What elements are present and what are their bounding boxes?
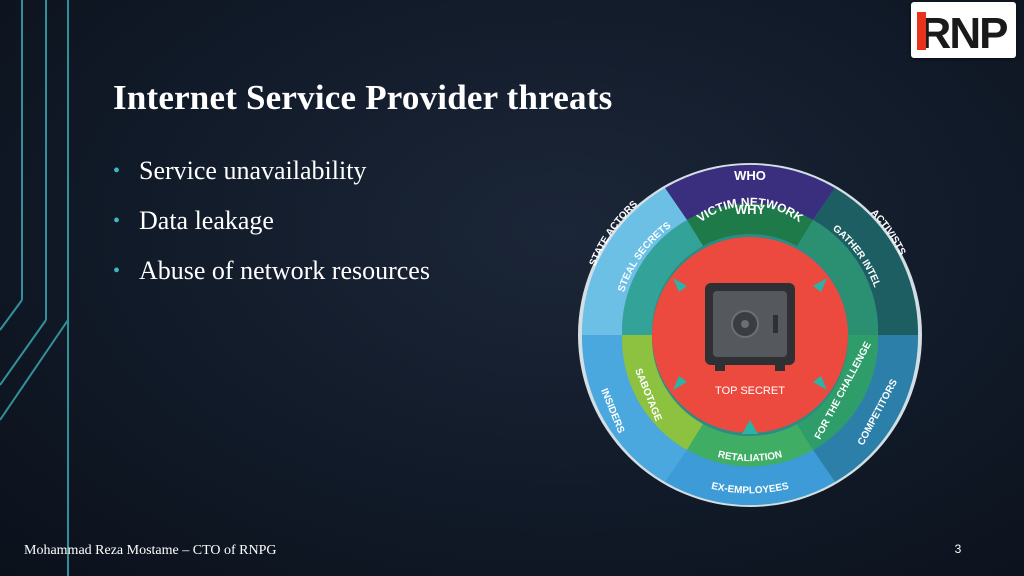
bullet-item: • Service unavailability	[113, 146, 430, 196]
slide-title: Internet Service Provider threats	[113, 78, 613, 117]
bullet-icon: •	[113, 159, 121, 182]
label-retaliation: RETALIATION	[717, 449, 783, 464]
label-top-secret: TOP SECRET	[715, 385, 785, 397]
slide-footer: Mohammad Reza Mostame – CTO of RNPG	[24, 543, 277, 558]
label-ex-employees: EX-EMPLOYEES	[710, 481, 790, 497]
bullet-icon: •	[113, 209, 121, 232]
page-number: 3	[954, 542, 962, 556]
bullet-text: Abuse of network resources	[139, 256, 430, 285]
label-why: WHY	[735, 202, 766, 217]
bullet-list: • Service unavailability • Data leakage • A…	[113, 146, 430, 296]
svg-text:EX-EMPLOYEES: EX-EMPLOYEES	[710, 481, 790, 497]
bullet-item: • Data leakage	[113, 196, 430, 246]
svg-text:RETALIATION: RETALIATION	[717, 449, 783, 464]
safe-icon	[705, 283, 795, 371]
decorative-lines	[0, 0, 69, 576]
bullet-item: • Abuse of network resources	[113, 246, 430, 296]
company-logo: RNP	[911, 2, 1016, 58]
logo-text: RNP	[920, 9, 1008, 58]
label-who: WHO	[734, 168, 766, 183]
bullet-text: Service unavailability	[139, 156, 367, 185]
bullet-icon: •	[113, 259, 121, 282]
bullet-text: Data leakage	[139, 206, 274, 235]
threat-wheel-diagram: WHO WHY VICTIM NETWORK STEAL SECRETS STA…	[578, 163, 922, 507]
